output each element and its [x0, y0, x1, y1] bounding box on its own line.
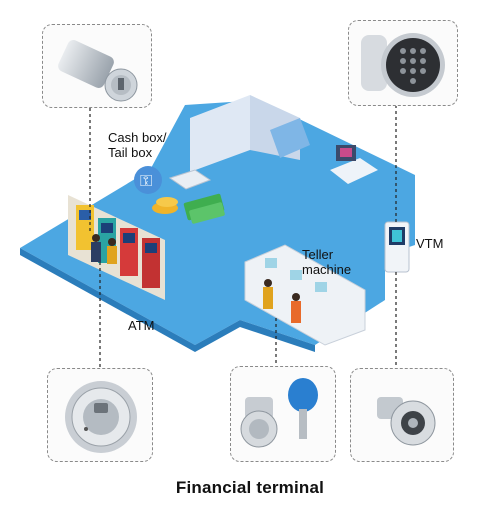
cash-box-label-line2: Tail box — [108, 145, 153, 160]
tubular-cam-lock-icon — [377, 397, 436, 446]
teller-machine-label-line2: machine — [302, 262, 352, 277]
key-badge-icon — [134, 166, 162, 194]
vtm-label: VTM — [416, 236, 444, 251]
teller-machine-label-line1: Teller — [302, 247, 334, 262]
cam-lock-icon — [58, 40, 138, 102]
teller-customer-2 — [291, 301, 301, 323]
tubular-lock-photo — [350, 368, 454, 462]
svg-text:⚿: ⚿ — [140, 171, 152, 190]
office-desk — [330, 158, 378, 184]
page-title: Financial terminal — [175, 478, 325, 497]
cam-lock-with-blue-key-icon — [240, 378, 318, 448]
cash-box-label-line1: Cash box/ — [108, 130, 167, 145]
cam-lock-key-photo — [230, 366, 336, 462]
cash-box-icon — [168, 169, 212, 190]
back-office-wall — [190, 95, 250, 172]
leader-lines — [89, 105, 397, 368]
keypad-lock-photo — [348, 20, 458, 106]
cam-lock-photo — [42, 24, 152, 108]
atm-customer — [91, 242, 101, 262]
teller-machine-label: Teller machine — [302, 247, 351, 277]
teller-customer-1 — [263, 287, 273, 309]
electronic-keypad-lock-icon — [361, 33, 445, 97]
round-lock-photo — [47, 368, 153, 462]
teller-counter — [244, 244, 366, 346]
floor-shadow — [20, 248, 195, 352]
cash-box-label: Cash box/ Tail box — [108, 130, 167, 160]
atm-label: ATM — [128, 318, 155, 333]
round-electronic-lock-icon — [65, 381, 137, 453]
